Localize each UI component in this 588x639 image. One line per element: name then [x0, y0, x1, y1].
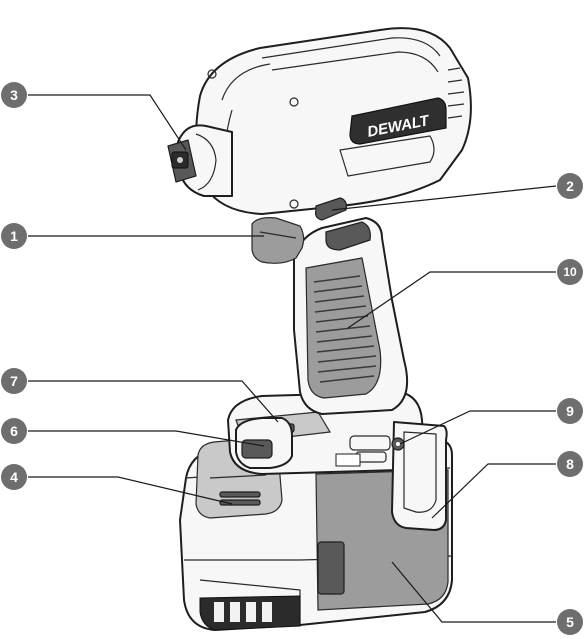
- leader-9: [399, 410, 556, 445]
- callout-7-number: 7: [10, 373, 18, 389]
- leader-lines: [28, 94, 557, 623]
- leader-2: [331, 185, 557, 211]
- leader-5: [391, 561, 556, 623]
- callout-3-number: 3: [10, 87, 18, 103]
- callout-1-number: 1: [10, 228, 18, 244]
- leader-4: [28, 476, 233, 505]
- callout-8-number: 8: [566, 456, 574, 472]
- callout-6-number: 6: [10, 423, 18, 439]
- callout-4: 4: [1, 464, 27, 490]
- callout-5: 5: [557, 609, 583, 635]
- callout-4-number: 4: [10, 469, 18, 485]
- anvil-nose: [167, 124, 233, 197]
- belt-clip: [391, 421, 448, 531]
- callout-10: 10: [557, 259, 583, 285]
- tool-illustration: DEWALT: [167, 27, 472, 631]
- forward-reverse-button: [315, 197, 347, 221]
- motor-housing: DEWALT: [195, 27, 472, 215]
- callout-6: 6: [1, 418, 27, 444]
- leader-3: [28, 94, 187, 151]
- callout-8: 8: [557, 451, 583, 477]
- leader-7: [28, 380, 279, 423]
- callout-10-number: 10: [563, 265, 577, 279]
- leader-10: [347, 271, 556, 329]
- handle-grip: [293, 217, 408, 415]
- trigger: [251, 217, 305, 264]
- callout-9: 9: [557, 398, 583, 424]
- callout-1: 1: [1, 223, 27, 249]
- callout-2-number: 2: [566, 178, 574, 194]
- callout-7: 7: [1, 368, 27, 394]
- leader-8: [431, 463, 556, 519]
- battery-release-button: [235, 417, 293, 469]
- callout-5-number: 5: [566, 614, 574, 630]
- callout-3: 3: [1, 82, 27, 108]
- callout-2: 2: [557, 173, 583, 199]
- callout-9-number: 9: [566, 403, 574, 419]
- leader-6: [28, 430, 265, 447]
